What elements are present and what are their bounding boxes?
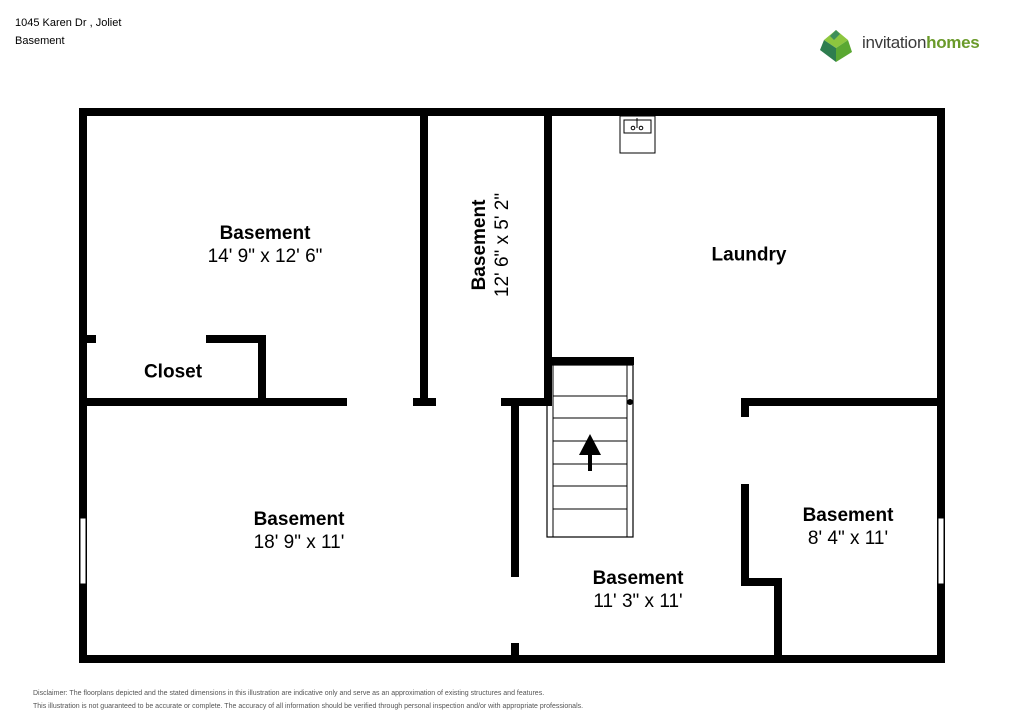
closet-wall-stub [83, 335, 96, 343]
room-name: Basement [253, 509, 345, 530]
stair-post [627, 399, 633, 405]
room-name: Closet [143, 361, 203, 383]
staircase [546, 364, 634, 538]
room-name: Basement [802, 505, 894, 526]
logo-mark-icon [820, 30, 852, 62]
wall-mid-stub-bottom [511, 643, 519, 659]
room-dimensions: 18' 9" x 11' [253, 532, 345, 553]
logo-word-2: homes [926, 33, 980, 52]
room-dimensions: 14' 9" x 12' 6" [207, 246, 323, 267]
exterior-wall-left [79, 108, 87, 663]
wall-right-room-lower [774, 578, 782, 659]
window-left [79, 517, 87, 585]
wall-hall-left-stub [413, 398, 436, 406]
wall-right-room-stub [741, 398, 749, 417]
wall-right-room-left [741, 484, 749, 586]
property-address: 1045 Karen Dr , Joliet [15, 17, 122, 29]
wall-hall-left [420, 112, 428, 406]
room-name: Basement [592, 568, 684, 589]
room-dimensions: 8' 4" x 11' [807, 528, 889, 549]
room-dimensions: 11' 3" x 11' [593, 591, 683, 612]
logo-word-1: invitation [862, 33, 927, 52]
windows [79, 517, 945, 585]
wall-right-room-top [741, 398, 941, 406]
exterior-wall-top [79, 108, 945, 116]
wall-mid-vertical [511, 398, 519, 577]
wall-stair-left-horizontal [501, 398, 552, 406]
room-label-laundry: Laundry [712, 244, 787, 267]
room-label-basement-top-left: Basement 14' 9" x 12' 6" [208, 222, 323, 268]
sink-icon [619, 115, 656, 154]
invitation-homes-logo: invitationhomes [818, 28, 1003, 64]
stair-inner [552, 364, 628, 538]
stair-up-arrow-icon [579, 434, 601, 471]
room-name: Basement [219, 223, 311, 244]
walls [79, 108, 945, 663]
wall-stair-top [548, 357, 634, 365]
closet-wall-right [258, 335, 266, 406]
wall-left-horizontal [83, 398, 347, 406]
wall-right-room-jog [741, 578, 782, 586]
room-name: Laundry [711, 244, 787, 266]
disclaimer-line-2: This illustration is not guaranteed to b… [33, 703, 584, 710]
exterior-wall-right [937, 108, 945, 663]
window-right [937, 517, 945, 585]
disclaimer-line-1: Disclaimer: The floorplans depicted and … [33, 690, 545, 697]
room-label-basement-bottom-middle: Basement 11' 3" x 11' [593, 567, 684, 613]
room-label-basement-hall: Basement 12' 6" x 5' 2" [468, 193, 514, 297]
room-dimensions: 12' 6" x 5' 2" [492, 192, 513, 298]
room-label-basement-bottom-right: Basement 8' 4" x 11' [803, 504, 894, 550]
room-name: Basement [469, 199, 490, 291]
wall-laundry-left [544, 112, 552, 406]
logo-wordmark: invitationhomes [862, 33, 980, 53]
room-label-basement-bottom-left: Basement 18' 9" x 11' [254, 508, 345, 554]
floor-level-label: Basement [15, 35, 65, 47]
room-label-closet: Closet [144, 361, 202, 384]
closet-wall-top [206, 335, 266, 343]
